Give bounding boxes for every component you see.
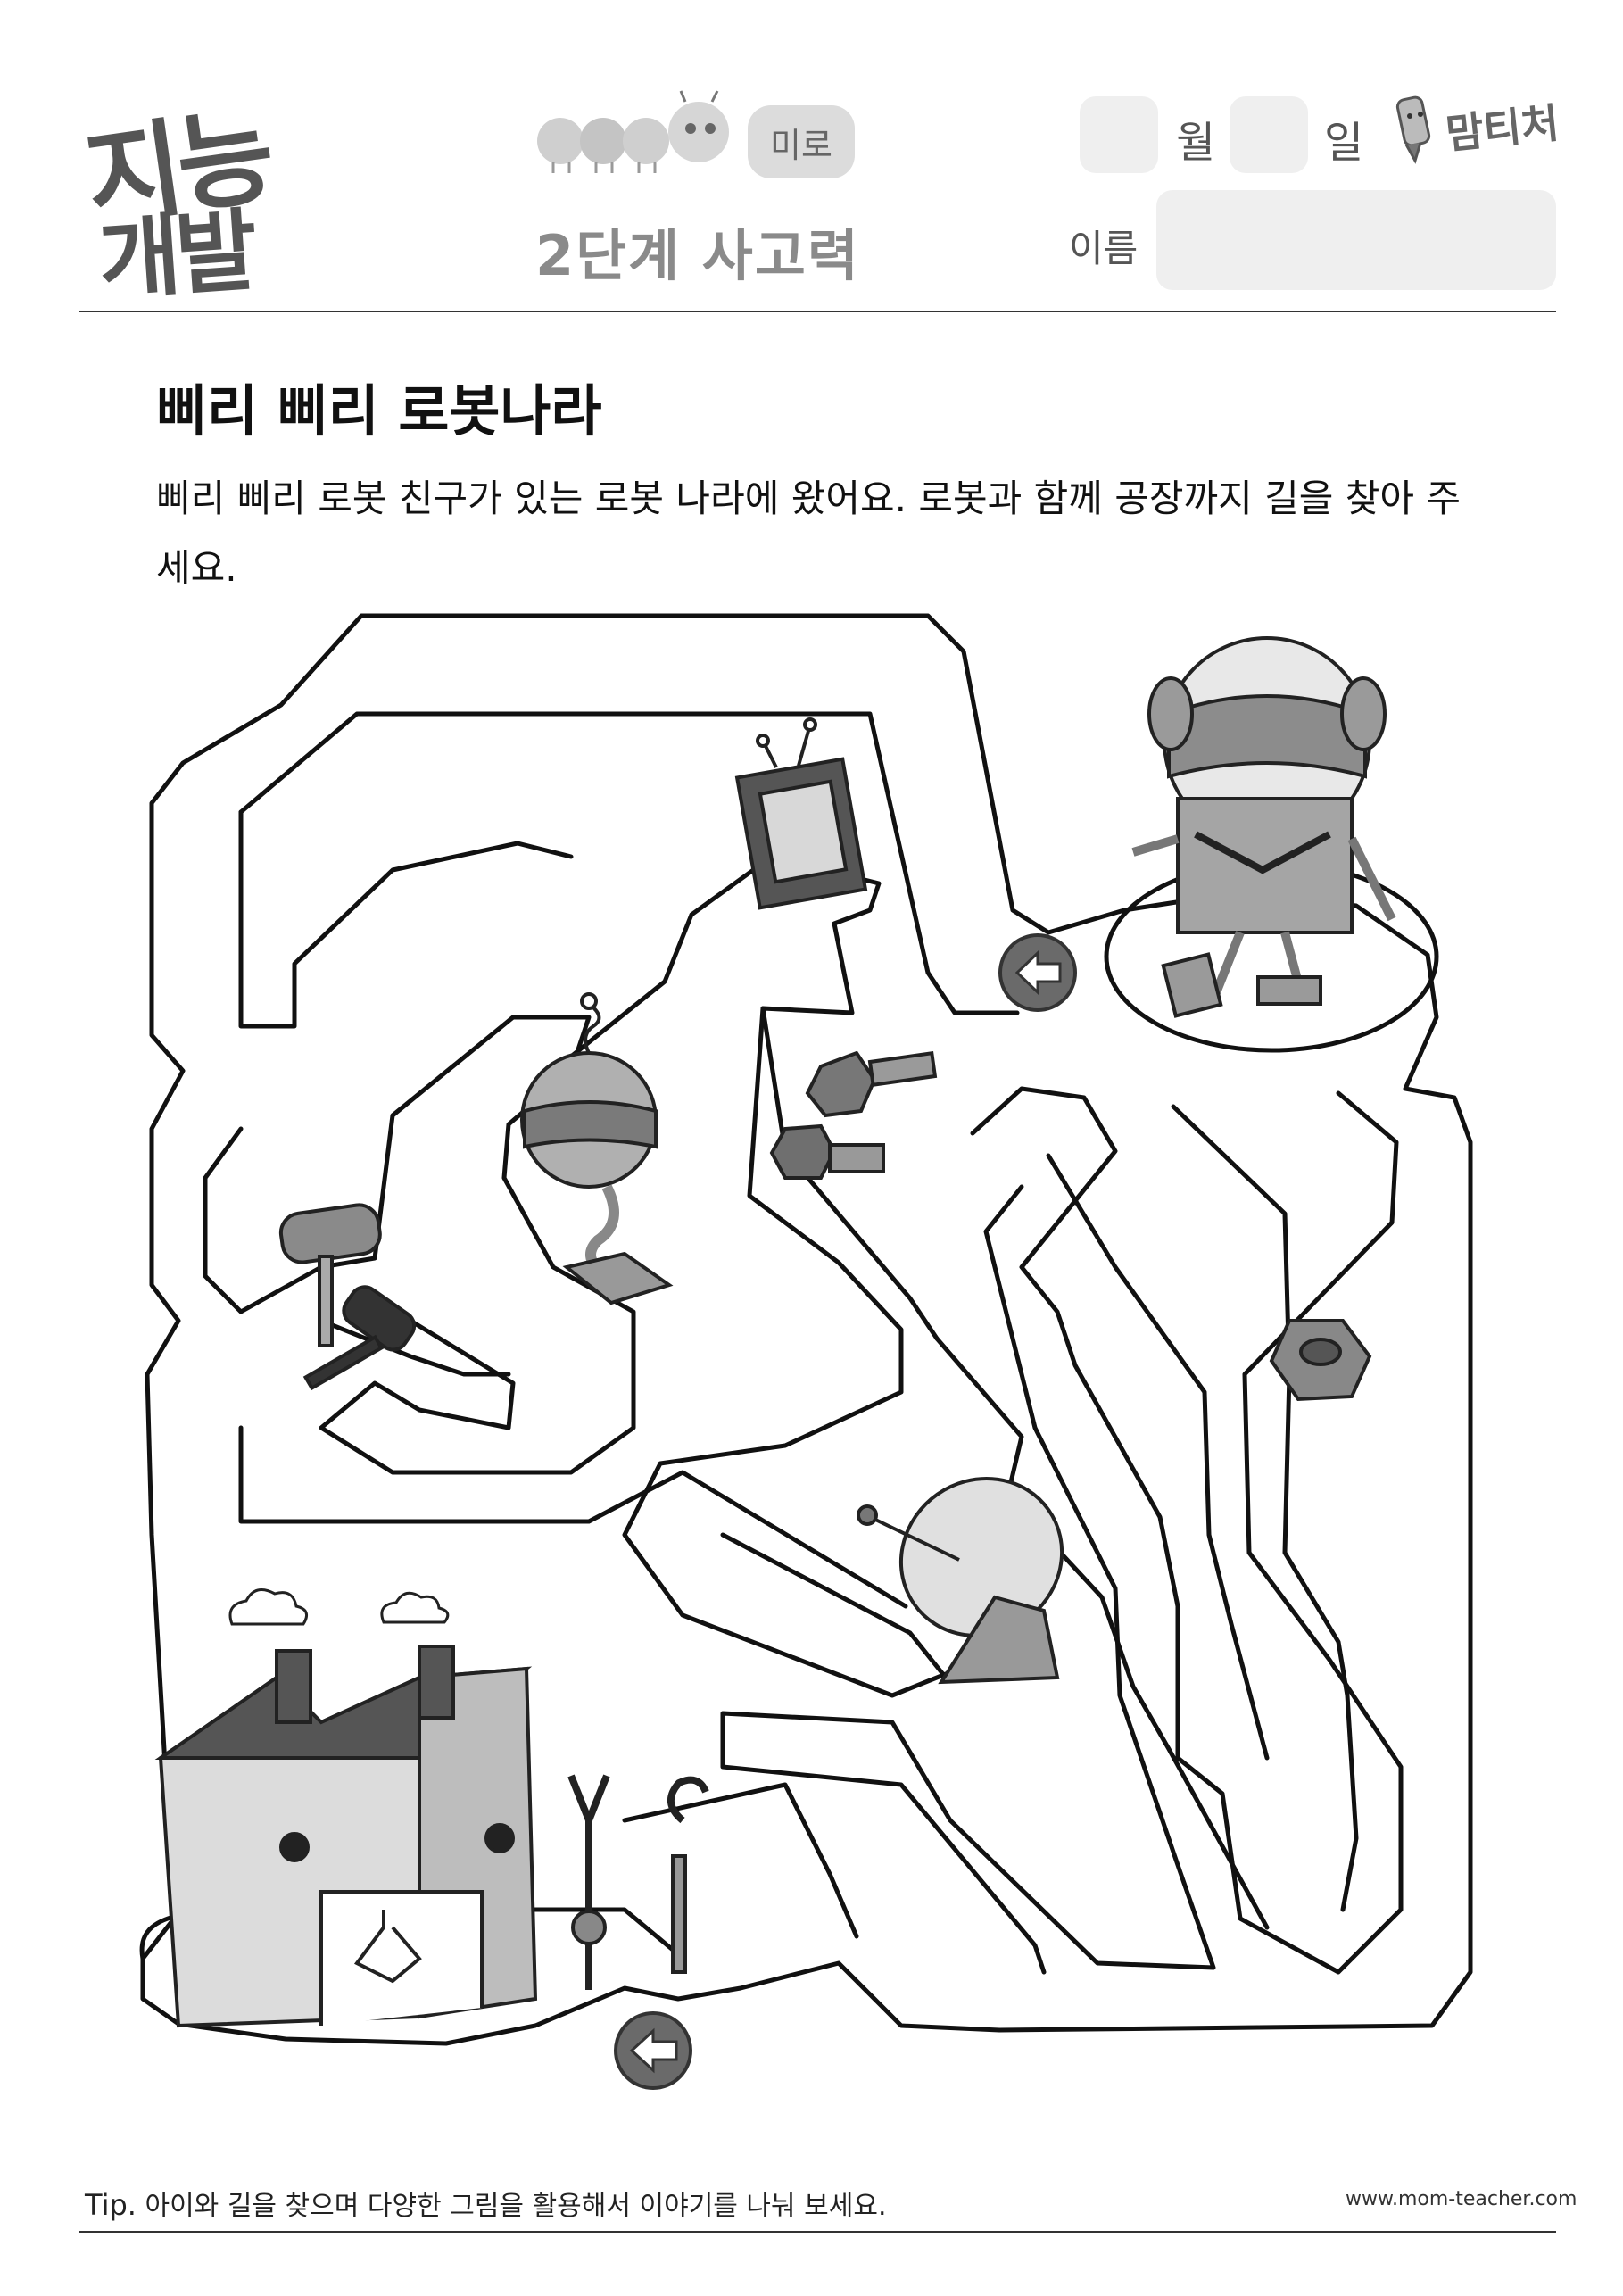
month-label: 월 (1176, 118, 1216, 168)
level-title: 2단계 사고력 (535, 223, 860, 288)
mascot-caterpillar-icon (537, 90, 729, 173)
name-label: 이름 (1069, 227, 1139, 270)
tip-text: 아이와 길을 찾으며 다양한 그림을 활용해서 이야기를 나눠 보세요. (145, 2191, 887, 2222)
pencil-mascot-icon (1395, 95, 1431, 164)
worksheet-title: 삐리 삐리 로봇나라 (156, 378, 602, 443)
factory-icon (154, 1645, 538, 2028)
month-field[interactable] (1080, 96, 1158, 173)
header-divider (79, 311, 1556, 312)
footer-tip: Tip. 아이와 길을 찾으며 다양한 그림을 활용해서 이야기를 나눠 보세요… (85, 2184, 887, 2223)
name-field[interactable] (1156, 190, 1556, 290)
hammer-icon (302, 1285, 417, 1391)
cloud-icon (228, 1588, 309, 1626)
arrow-left-icon (614, 2011, 692, 2090)
tip-prefix: Tip. (85, 2188, 137, 2222)
day-field[interactable] (1230, 96, 1308, 173)
day-label: 일 (1324, 118, 1364, 168)
footer-divider (79, 2231, 1556, 2233)
category-badge: 미로 (748, 105, 855, 178)
robot-icon (1131, 636, 1396, 1018)
cloud-icon (380, 1591, 450, 1624)
footer-website: www.mom-teacher.com (1346, 2188, 1577, 2210)
claw-tool-icon (667, 1776, 709, 1974)
worksheet-instructions: 삐리 삐리 로봇 친구가 있는 로봇 나라에 왔어요. 로봇과 함께 공장까지 … (156, 477, 1462, 590)
hammer-icon (278, 1203, 382, 1347)
bolt-icon (769, 1123, 885, 1180)
claw-tool-icon (567, 1774, 610, 1990)
globe-robot-icon (520, 992, 674, 1305)
satellite-dish-icon (857, 1476, 1064, 1685)
bolt-icon (805, 1050, 938, 1118)
nut-icon (1269, 1319, 1372, 1402)
tv-icon (734, 717, 868, 910)
arrow-left-icon (998, 933, 1077, 1012)
